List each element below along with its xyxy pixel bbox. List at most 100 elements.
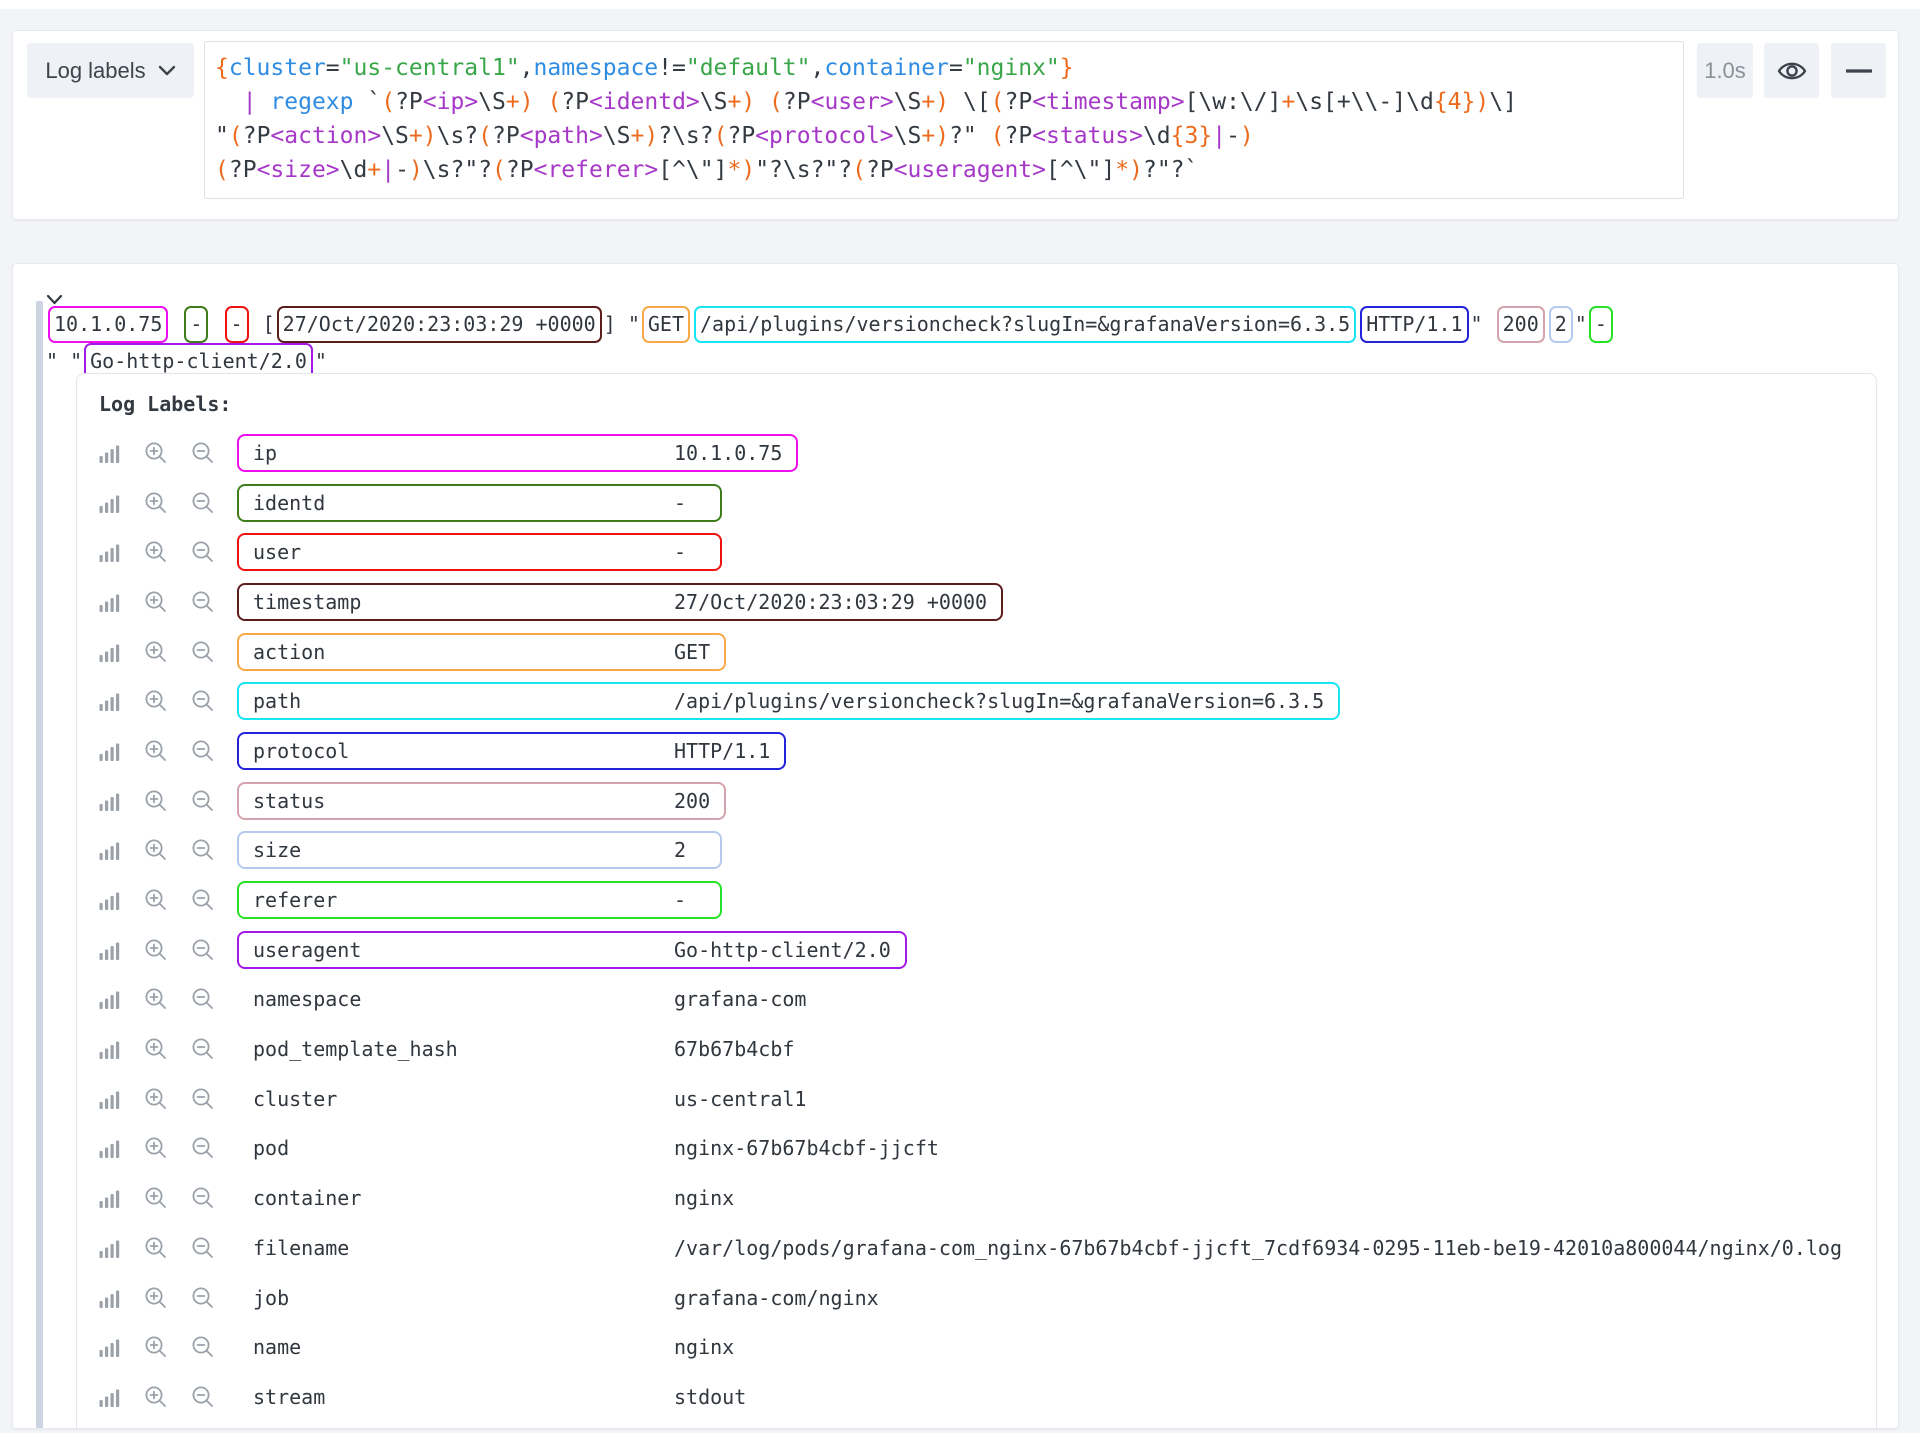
zoom-in-icon[interactable]: [144, 888, 168, 912]
zoom-out-icon[interactable]: [191, 1286, 215, 1310]
label-value: 200: [674, 788, 711, 813]
log-line: 10.1.0.75 - - [27/Oct/2020:23:03:29 +000…: [46, 306, 1880, 380]
bar-chart-icon[interactable]: [97, 1136, 121, 1160]
zoom-out-icon[interactable]: [191, 1236, 215, 1260]
collapse-log-row-chevron[interactable]: [46, 294, 72, 306]
zoom-out-icon[interactable]: [191, 1037, 215, 1061]
bar-chart-icon[interactable]: [97, 1286, 121, 1310]
bar-chart-icon[interactable]: [97, 640, 121, 664]
zoom-in-icon[interactable]: [144, 1335, 168, 1359]
zoom-in-icon[interactable]: [144, 789, 168, 813]
label-row: name nginx: [77, 1322, 1876, 1372]
query-line: | regexp `(?P<ip>\S+) (?P<identd>\S+) (?…: [242, 89, 1517, 115]
zoom-in-icon[interactable]: [144, 640, 168, 664]
zoom-in-icon[interactable]: [144, 987, 168, 1011]
query-editor-card: Log labels {cluster="us-central1",namesp…: [12, 30, 1899, 220]
label-value: 2: [674, 838, 687, 863]
zoom-out-icon[interactable]: [191, 590, 215, 614]
zoom-in-icon[interactable]: [144, 1236, 168, 1260]
log-text: " ": [46, 349, 83, 373]
zoom-in-icon[interactable]: [144, 1186, 168, 1210]
zoom-out-icon[interactable]: [191, 1335, 215, 1359]
remove-query-button[interactable]: [1831, 43, 1886, 98]
label-row: filename/var/log/pods/grafana-com_nginx-…: [77, 1223, 1876, 1273]
log-field-path: /api/plugins/versioncheck?slugIn=&grafan…: [693, 306, 1357, 343]
bar-chart-icon[interactable]: [97, 1385, 121, 1409]
query-duration-badge: 1.0s: [1697, 43, 1753, 98]
zoom-out-icon[interactable]: [191, 789, 215, 813]
log-labels-dropdown[interactable]: Log labels: [27, 43, 194, 98]
bar-chart-icon[interactable]: [97, 1186, 121, 1210]
label-value: /var/log/pods/grafana-com_nginx-67b67b4c…: [674, 1235, 1842, 1260]
bar-chart-icon[interactable]: [97, 739, 121, 763]
zoom-in-icon[interactable]: [144, 1286, 168, 1310]
zoom-in-icon[interactable]: [144, 1385, 168, 1409]
bar-chart-icon[interactable]: [97, 888, 121, 912]
zoom-out-icon[interactable]: [191, 888, 215, 912]
zoom-in-icon[interactable]: [144, 1037, 168, 1061]
log-field-action: GET: [641, 306, 690, 343]
label-box: path/api/plugins/versioncheck?slugIn=&gr…: [237, 682, 1341, 721]
zoom-in-icon[interactable]: [144, 938, 168, 962]
bar-chart-icon[interactable]: [97, 789, 121, 813]
chevron-down-icon: [158, 65, 176, 77]
bar-chart-icon[interactable]: [97, 938, 121, 962]
disable-query-button[interactable]: [1764, 43, 1819, 98]
bar-chart-icon[interactable]: [97, 987, 121, 1011]
label-name: protocol: [253, 738, 350, 763]
bar-chart-icon[interactable]: [97, 1236, 121, 1260]
zoom-in-icon[interactable]: [144, 441, 168, 465]
zoom-out-icon[interactable]: [191, 1385, 215, 1409]
query-input[interactable]: {cluster="us-central1",namespace!="defau…: [204, 41, 1684, 199]
zoom-out-icon[interactable]: [191, 987, 215, 1011]
zoom-in-icon[interactable]: [144, 1136, 168, 1160]
zoom-out-icon[interactable]: [191, 1087, 215, 1111]
bar-chart-icon[interactable]: [97, 689, 121, 713]
zoom-in-icon[interactable]: [144, 491, 168, 515]
zoom-in-icon[interactable]: [144, 689, 168, 713]
zoom-in-icon[interactable]: [144, 1087, 168, 1111]
bar-chart-icon[interactable]: [97, 491, 121, 515]
log-row: 10.1.0.75 - - [27/Oct/2020:23:03:29 +000…: [46, 294, 1880, 380]
label-row: status 200: [77, 776, 1876, 826]
zoom-out-icon[interactable]: [191, 739, 215, 763]
zoom-out-icon[interactable]: [191, 441, 215, 465]
label-box: filename/var/log/pods/grafana-com_nginx-…: [237, 1229, 1858, 1267]
label-value: GET: [674, 639, 711, 664]
label-value: nginx: [674, 1335, 735, 1360]
log-text: ] ": [603, 312, 640, 336]
zoom-out-icon[interactable]: [191, 491, 215, 515]
zoom-out-icon[interactable]: [191, 540, 215, 564]
label-value: /api/plugins/versioncheck?slugIn=&grafan…: [674, 689, 1325, 714]
zoom-in-icon[interactable]: [144, 838, 168, 862]
label-value: nginx-67b67b4cbf-jjcft: [674, 1136, 939, 1161]
bar-chart-icon[interactable]: [97, 590, 121, 614]
bar-chart-icon[interactable]: [97, 1087, 121, 1111]
zoom-out-icon[interactable]: [191, 838, 215, 862]
bar-chart-icon[interactable]: [97, 441, 121, 465]
zoom-out-icon[interactable]: [191, 1136, 215, 1160]
zoom-in-icon[interactable]: [144, 590, 168, 614]
zoom-out-icon[interactable]: [191, 640, 215, 664]
bar-chart-icon[interactable]: [97, 540, 121, 564]
label-value: us-central1: [674, 1086, 807, 1111]
zoom-in-icon[interactable]: [144, 739, 168, 763]
zoom-in-icon[interactable]: [144, 540, 168, 564]
bar-chart-icon[interactable]: [97, 838, 121, 862]
zoom-out-icon[interactable]: [191, 1186, 215, 1210]
label-name: status: [253, 788, 326, 813]
bar-chart-icon[interactable]: [97, 1037, 121, 1061]
zoom-out-icon[interactable]: [191, 689, 215, 713]
label-value: 67b67b4cbf: [674, 1037, 795, 1062]
zoom-out-icon[interactable]: [191, 938, 215, 962]
label-name: name: [253, 1335, 302, 1360]
bar-chart-icon[interactable]: [97, 1335, 121, 1359]
